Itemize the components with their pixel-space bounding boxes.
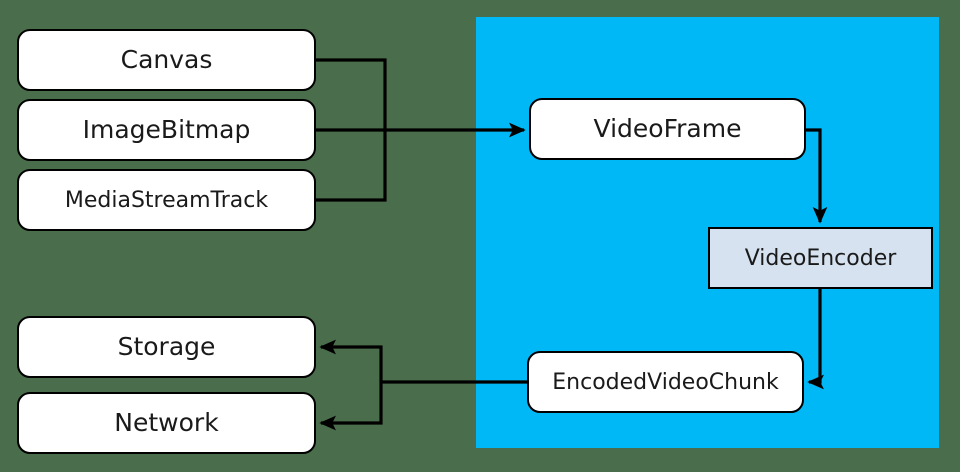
node-canvas[interactable]: Canvas	[17, 29, 316, 91]
edge-videoencoder-to-encodedvideochunk	[807, 288, 824, 390]
edge-videoframe-to-videoencoder	[805, 128, 828, 224]
edge-bus-to-storage	[319, 339, 383, 382]
node-mediastreamtrack[interactable]: MediaStreamTrack	[17, 169, 316, 231]
node-imagebitmap[interactable]: ImageBitmap	[17, 99, 316, 161]
node-encodedvideochunk[interactable]: EncodedVideoChunk	[527, 351, 804, 413]
node-storage[interactable]: Storage	[17, 316, 316, 378]
node-videoencoder[interactable]: VideoEncoder	[708, 227, 933, 289]
node-videoframe[interactable]: VideoFrame	[529, 98, 806, 160]
edge-canvas-to-bus	[315, 58, 387, 130]
edge-layer	[315, 58, 828, 431]
node-network[interactable]: Network	[17, 392, 316, 454]
edge-bus-to-network	[319, 382, 383, 431]
edge-mediastreamtrack-to-bus	[315, 130, 387, 202]
